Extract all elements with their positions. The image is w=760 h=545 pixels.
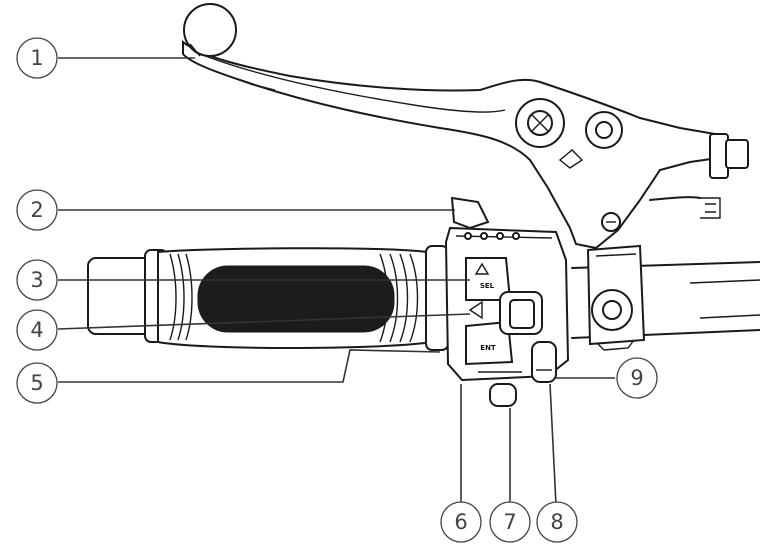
side-knob (531, 341, 557, 383)
ent-button (465, 320, 514, 366)
callout-6: 6 (440, 501, 482, 543)
handlebar-grip (87, 245, 449, 351)
callout-label: 4 (30, 318, 43, 342)
callout-label: 8 (550, 510, 563, 534)
callout-3: 3 (16, 259, 58, 301)
callout-label: 7 (503, 510, 516, 534)
callout-2: 2 (16, 189, 58, 231)
callout-8: 8 (536, 501, 578, 543)
sel-button-label: SEL (480, 282, 495, 290)
callout-label: 1 (30, 46, 43, 70)
switch-housing: SEL ENT (444, 196, 570, 407)
callout-1: 1 (16, 37, 58, 79)
callout-4: 4 (16, 309, 58, 351)
callout-label: 2 (30, 198, 43, 222)
lever-clamp (586, 244, 646, 351)
grip-ridges (169, 253, 419, 343)
brake-lever (182, 3, 749, 250)
ent-button-label: ENT (480, 344, 496, 352)
callout-label: 3 (30, 268, 43, 292)
bottom-button (489, 383, 517, 407)
grip-rubber-pad (197, 265, 395, 333)
leader-lines (57, 57, 615, 506)
callout-7: 7 (489, 501, 531, 543)
callout-label: 6 (454, 510, 467, 534)
callout-label: 5 (30, 371, 43, 395)
callout-label: 9 (630, 366, 643, 390)
horn-switch-top (450, 196, 490, 230)
callout-9: 9 (616, 357, 658, 399)
callout-5: 5 (16, 362, 58, 404)
